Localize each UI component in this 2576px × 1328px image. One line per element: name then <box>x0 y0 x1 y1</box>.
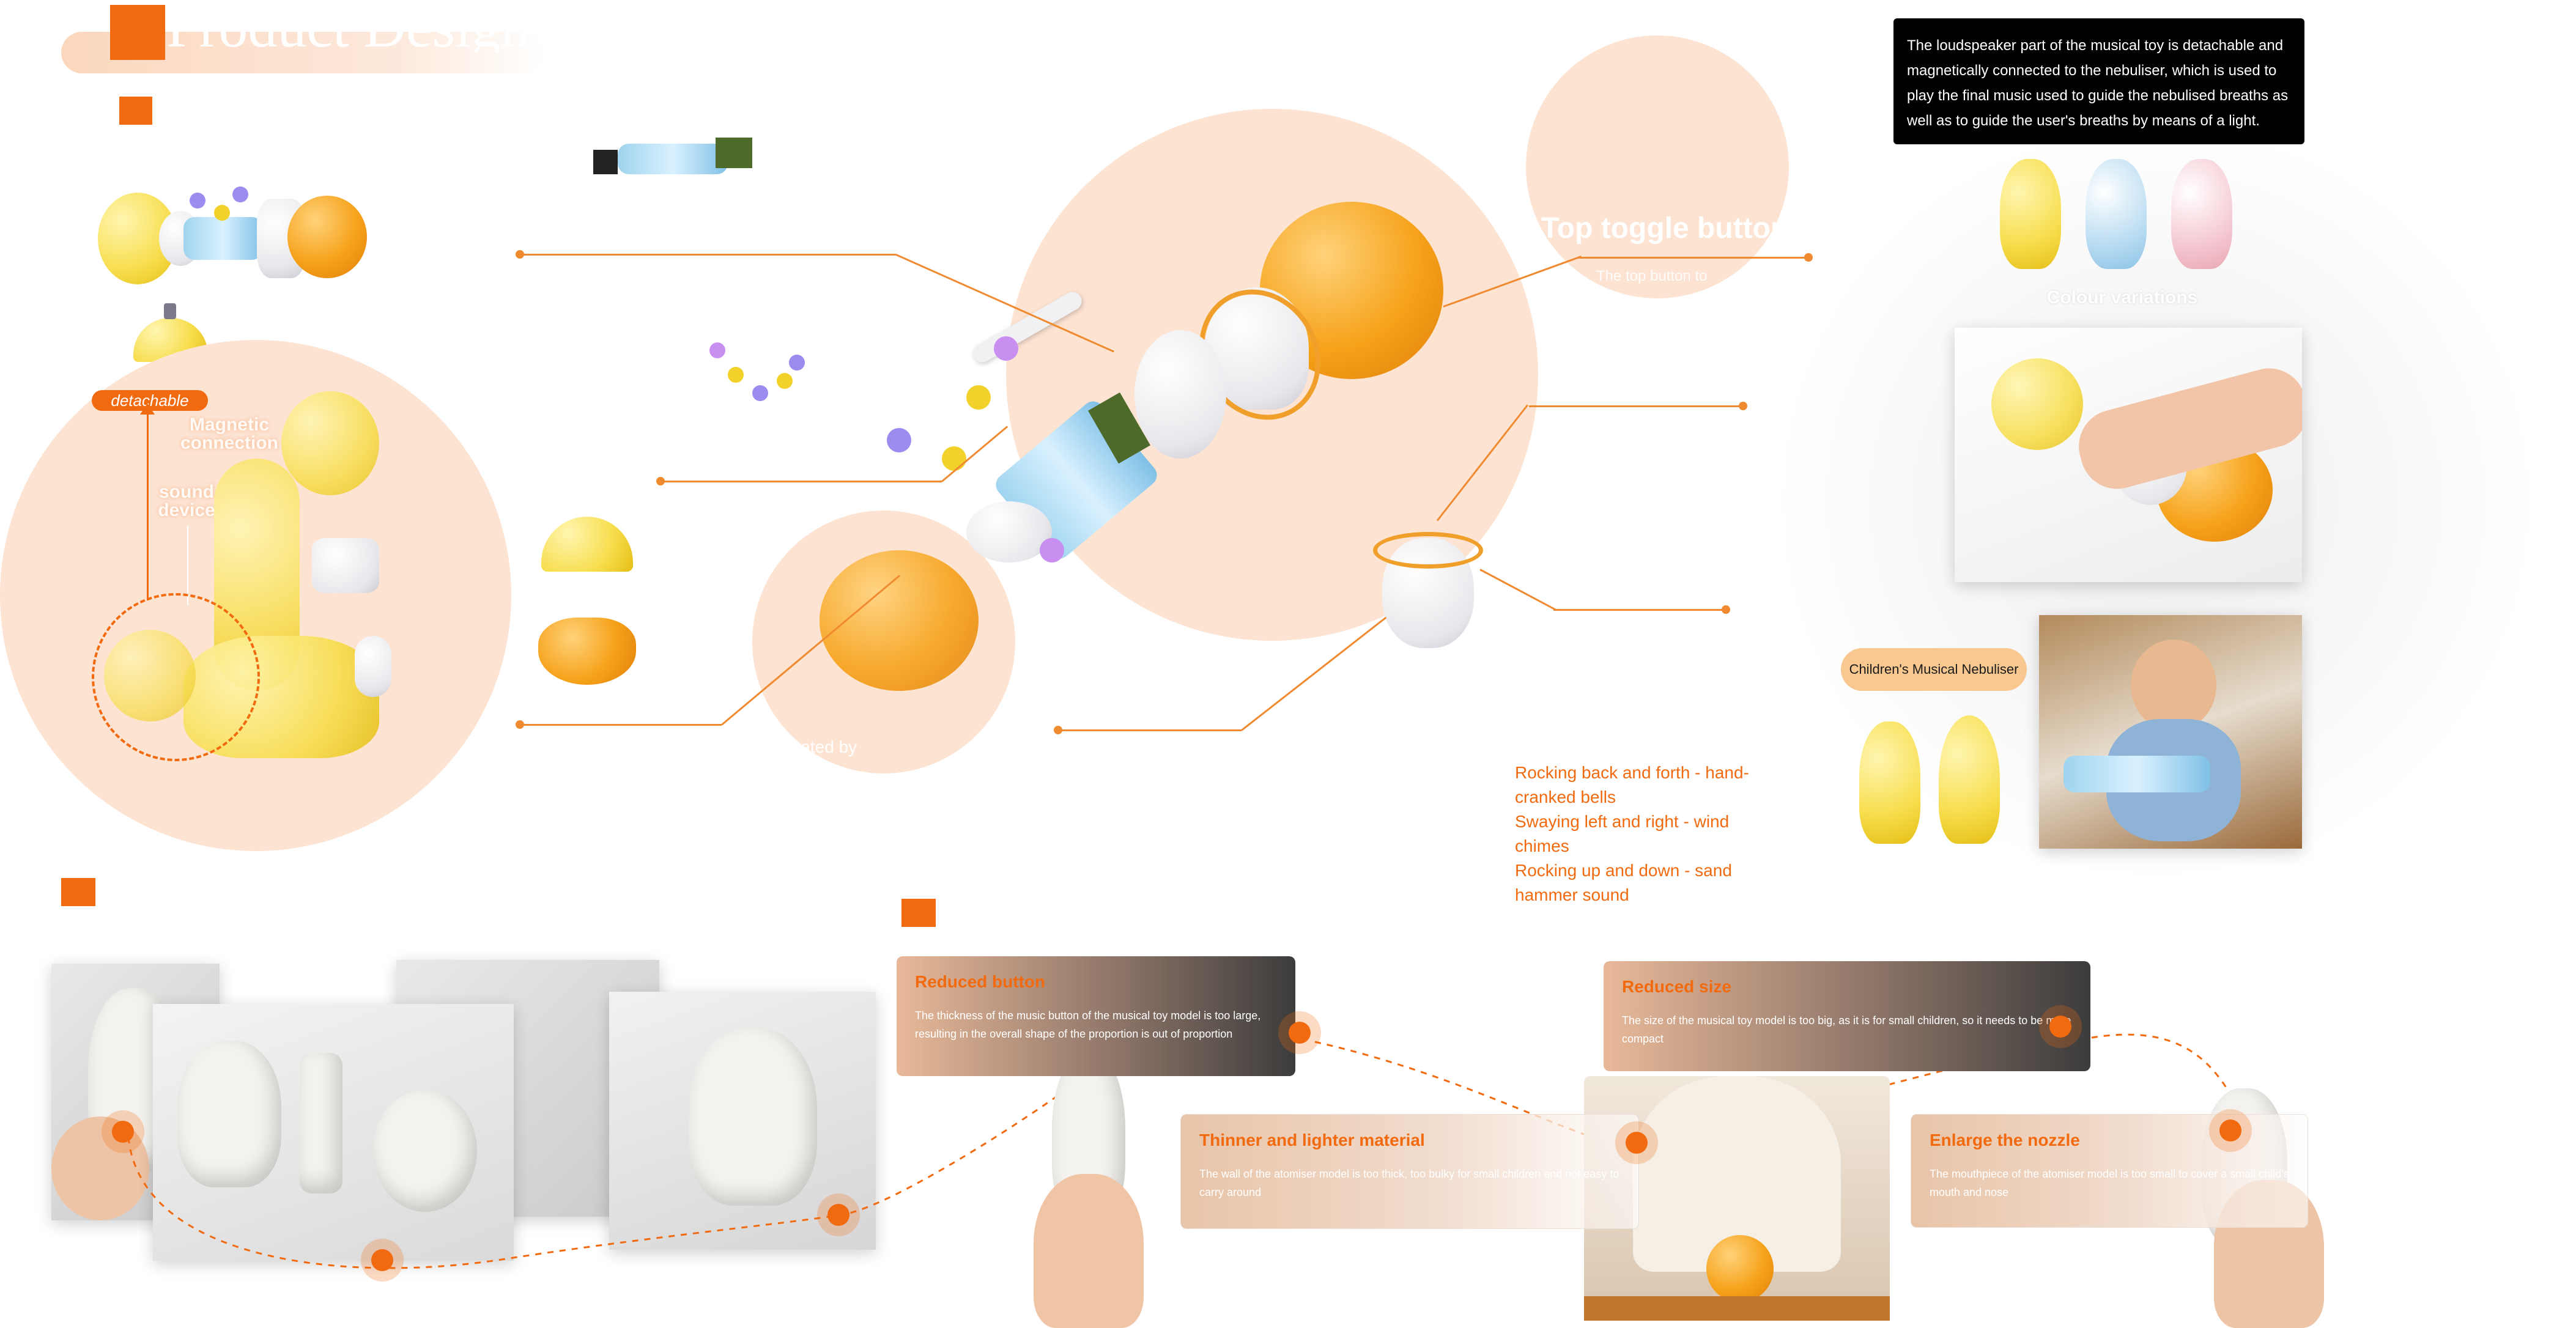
speaker-pin <box>164 303 176 319</box>
bead-purple-3 <box>1040 538 1064 563</box>
connector-dot-5 <box>1804 253 1813 262</box>
marker-card-2 <box>1615 1121 1658 1164</box>
upload-arrow-line <box>147 411 149 600</box>
card-text: The thickness of the music button of the… <box>915 1009 1261 1040</box>
lower-ring <box>966 501 1052 563</box>
colour-variations-group <box>2000 153 2245 275</box>
sound-device-ring <box>92 593 260 761</box>
rocking-note-1: Rocking back and forth - hand-cranked be… <box>1515 763 1749 806</box>
connector-line-5a <box>1578 257 1808 259</box>
card-text: The size of the musical toy model is too… <box>1622 1014 2071 1045</box>
marker-card-1 <box>1278 1011 1321 1054</box>
connector-line-1a <box>520 254 896 256</box>
card-title: Reduced button <box>915 972 1046 991</box>
small-orange-base <box>538 618 636 685</box>
top-button-hint: The top button to <box>1596 268 1708 284</box>
card-title: Reduced size <box>1622 977 1731 996</box>
sound-ball <box>104 630 196 721</box>
sound-device-label: sound device <box>158 482 215 520</box>
connector-dot-6 <box>1739 402 1747 410</box>
top-toggle-button-label: Top toggle button <box>1541 212 1789 245</box>
section-marker-1 <box>119 97 152 125</box>
connector-line-3a <box>520 724 722 726</box>
childrens-nebuliser-badge: Children's Musical Nebuliser <box>1841 648 2027 691</box>
card-title: Thinner and lighter material <box>1199 1131 1425 1149</box>
card-title: Enlarge the nozzle <box>1930 1131 2080 1149</box>
colour-variations-label: Colour variations <box>2046 287 2198 308</box>
magnetic-connection-label: Magnetic connection <box>180 415 278 453</box>
model-photo-3 <box>609 992 876 1250</box>
feedback-card-thinner-material: Thinner and lighter material The wall of… <box>1180 1114 1639 1229</box>
feedback-card-reduced-button: Reduced button The thickness of the musi… <box>897 956 1295 1076</box>
base-gold-ring <box>1373 532 1483 569</box>
card-text: The mouthpiece of the atomiser model is … <box>1930 1168 2289 1198</box>
header-accent-square <box>110 5 165 60</box>
hand-with-model <box>1027 1052 1150 1328</box>
feedback-card-enlarge-nozzle: Enlarge the nozzle The mouthpiece of the… <box>1911 1114 2308 1228</box>
upper-body <box>1134 330 1226 459</box>
bead-purple-2 <box>887 428 911 452</box>
sound-arrow-line <box>187 526 188 605</box>
hand-holding-toy-photo <box>1955 328 2302 582</box>
rocking-notes: Rocking back and forth - hand-cranked be… <box>1515 761 1766 907</box>
top-toggle-circle <box>1526 35 1789 298</box>
connector-line-2a <box>661 481 942 482</box>
toy-top-view <box>92 174 367 297</box>
page-title: Product Design D <box>166 0 558 53</box>
connector-line-6a <box>1529 405 1743 407</box>
bead-yellow-2 <box>942 446 966 471</box>
connector-dot-7 <box>1722 605 1730 614</box>
marker-model-1 <box>102 1110 144 1153</box>
model-photo-2 <box>153 1004 514 1261</box>
feedback-card-reduced-size: Reduced size The size of the musical toy… <box>1604 961 2090 1071</box>
section-marker-3 <box>901 899 936 927</box>
operated-by-label: rated by <box>795 737 857 756</box>
bead-purple-1 <box>994 336 1018 361</box>
rocking-note-3: Rocking up and down - sand hammer sound <box>1515 861 1732 904</box>
connector-line-7a <box>1553 609 1725 611</box>
child-playing-photo <box>2039 615 2302 849</box>
marker-card-4 <box>2209 1109 2252 1152</box>
rocking-note-2: Swaying left and right - wind chimes <box>1515 812 1730 855</box>
bead-yellow-1 <box>966 385 991 410</box>
nebuliser-toys-pair <box>1853 709 2006 850</box>
small-stick-toy <box>593 131 777 180</box>
upload-arrow-head <box>140 404 155 415</box>
marker-card-3 <box>2039 1005 2082 1048</box>
section-marker-2 <box>61 878 95 906</box>
connector-line-4a <box>1058 729 1242 731</box>
info-box: The loudspeaker part of the musical toy … <box>1893 18 2304 144</box>
small-bead-cluster <box>703 330 813 416</box>
card-text: The wall of the atomiser model is too th… <box>1199 1168 1619 1198</box>
